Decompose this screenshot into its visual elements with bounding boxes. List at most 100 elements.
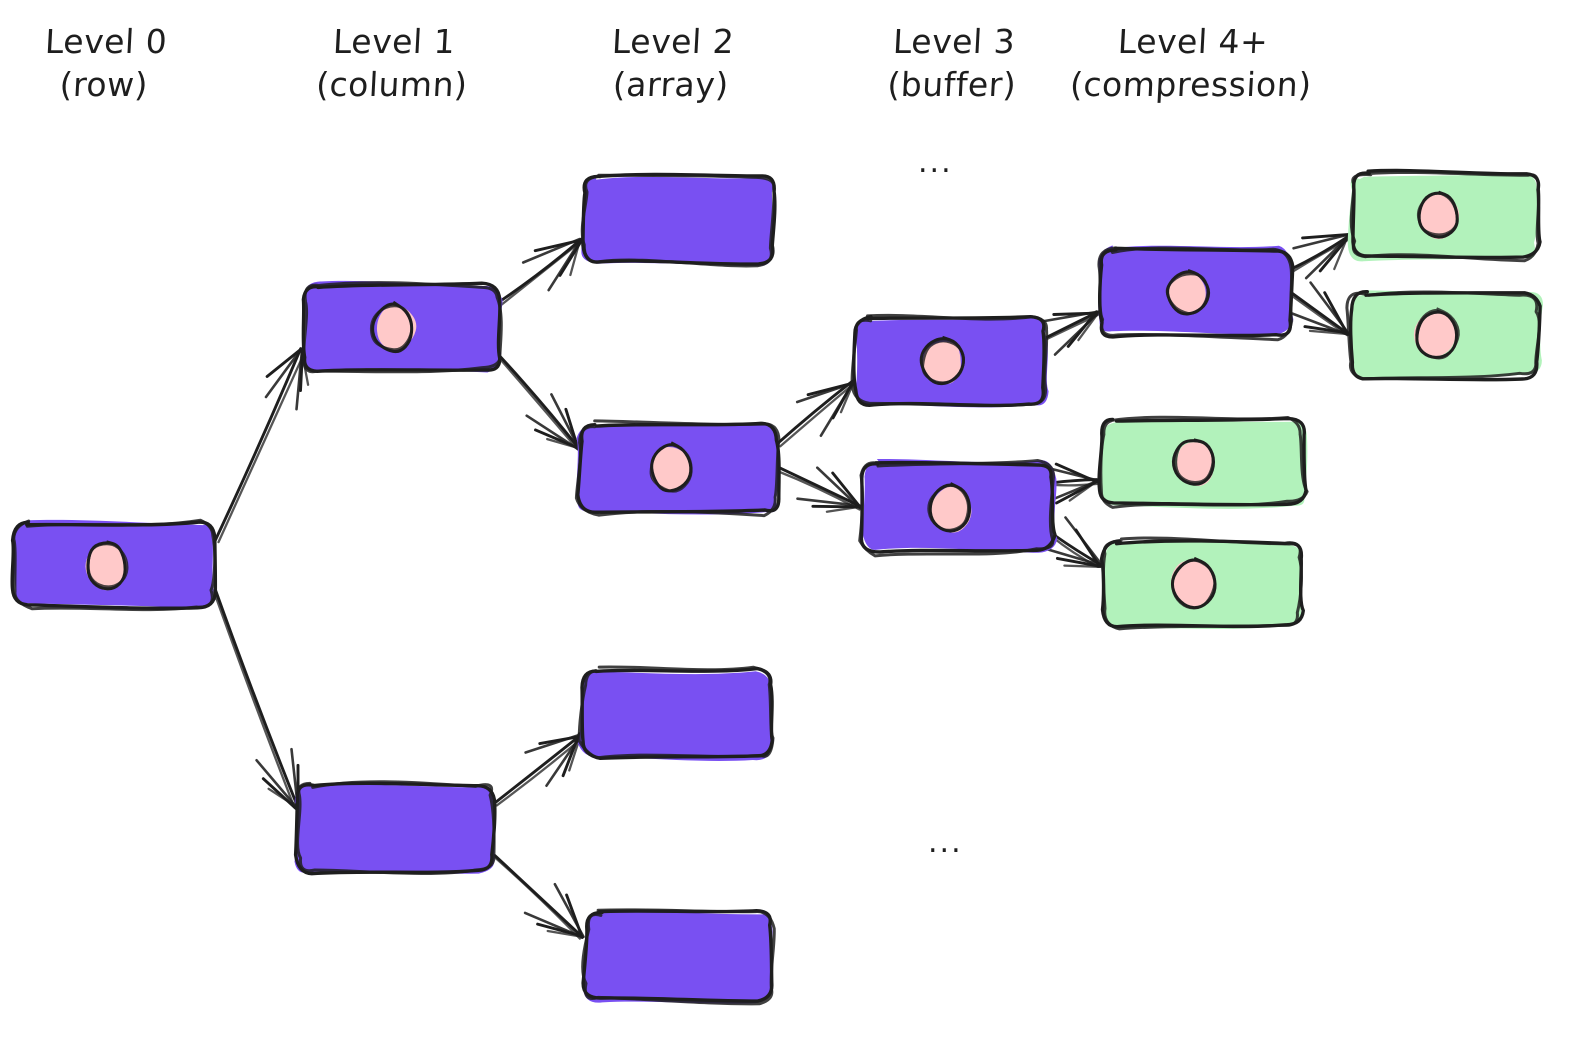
node-column[interactable] [293, 780, 497, 876]
column-header-subtitle: (array) [611, 65, 730, 104]
node-array[interactable] [577, 665, 775, 761]
arrow-head [831, 471, 862, 509]
arrow-head [796, 497, 863, 508]
arrow-head [546, 437, 580, 450]
value-marker-fill [922, 340, 961, 385]
column-header-title: Level 4+ [1116, 22, 1270, 61]
arrow-head [1037, 310, 1100, 324]
arrow-head [547, 238, 583, 292]
edge-layer [212, 232, 1353, 940]
arrow-head [1064, 516, 1103, 567]
arrow-head [523, 911, 584, 939]
edge-line [496, 237, 583, 305]
node-outline [1099, 415, 1309, 509]
node-compression-with-value[interactable] [1347, 168, 1542, 263]
edge-line [213, 587, 300, 809]
value-marker-fill [930, 484, 972, 533]
edge-cmp-0-to-cmp-2 [1288, 281, 1351, 337]
arrow-head [1304, 233, 1352, 280]
arrow-head [1308, 329, 1349, 336]
column-header-level-4: Level 4+(compression) [1060, 20, 1325, 106]
value-marker-fill [1167, 269, 1206, 315]
ellipsis-bottom: ... [928, 825, 963, 860]
arrow-head [255, 759, 298, 808]
edge-cmp-0-to-cmp-1 [1290, 232, 1353, 280]
value-marker-fill [1170, 558, 1216, 607]
node-outline [1097, 246, 1294, 342]
column-header-level-1: Level 1(column) [261, 20, 526, 106]
node-outline [577, 665, 775, 760]
value-marker-outline [87, 541, 129, 588]
arrow-head [1289, 311, 1349, 336]
edge-col-1-to-arr-3 [492, 854, 585, 940]
value-marker-outline [1171, 557, 1217, 610]
arrow-head [545, 733, 583, 787]
edge-col-1-to-arr-2 [492, 732, 585, 807]
node-array-with-value[interactable] [574, 419, 781, 518]
value-marker-outline [921, 338, 965, 385]
arrow-head [1053, 312, 1099, 356]
node-outline [1101, 536, 1303, 631]
ellipsis-top: ... [918, 145, 953, 180]
edge-line [1044, 311, 1098, 340]
arrow-head [1039, 545, 1103, 567]
arrow-head [1063, 564, 1102, 568]
arrow-head [265, 348, 302, 378]
node-compression-with-value[interactable] [1097, 245, 1295, 342]
node-outline [1349, 170, 1541, 263]
arrow-head [546, 929, 584, 939]
value-marker-outline [1415, 307, 1460, 360]
column-header-level-2: Level 2 (array) [540, 20, 805, 106]
node-outline [12, 518, 217, 612]
node-compression-with-value[interactable] [1099, 536, 1305, 631]
node-outline [1348, 289, 1542, 382]
edge-line [779, 382, 855, 448]
edge-arr-1-to-buf-0 [775, 379, 856, 448]
arrow-head [553, 882, 585, 939]
edge-line [217, 349, 307, 544]
value-marker-outline [649, 441, 693, 493]
node-compression-with-value[interactable] [1345, 289, 1544, 382]
value-marker-outline [369, 303, 414, 351]
arrow-head [1309, 281, 1350, 335]
column-header-title: Level 0 [44, 22, 169, 61]
arrow-head [1077, 311, 1100, 342]
node-buffer-with-value[interactable] [858, 458, 1058, 558]
edge-col-0-to-arr-1 [496, 353, 580, 451]
arrow-head [525, 414, 580, 451]
arrow-head [569, 238, 582, 277]
value-marker-outline [927, 482, 970, 532]
node-compression-with-value[interactable] [1097, 415, 1309, 509]
node-buffer-with-value[interactable] [850, 313, 1049, 408]
arrow-head [1333, 233, 1350, 271]
node-outline [301, 281, 502, 373]
node-outline [850, 313, 1049, 408]
edge-line [498, 239, 583, 308]
edge-line [1290, 291, 1351, 336]
edge-line [496, 355, 579, 451]
node-row-with-value[interactable] [10, 518, 218, 612]
arrow-head [795, 381, 856, 404]
node-column-with-value[interactable] [301, 280, 503, 374]
node-fill [294, 783, 496, 874]
arrow-head [819, 380, 855, 437]
node-outline [858, 459, 1055, 558]
column-header-title: Level 2 [611, 22, 736, 61]
edge-line [496, 353, 580, 449]
value-marker-outline [1416, 190, 1459, 237]
arrow-head [825, 505, 861, 513]
value-marker-fill [650, 445, 692, 491]
node-fill [577, 670, 772, 761]
value-marker-outline [1174, 438, 1215, 484]
node-array[interactable] [581, 908, 776, 1006]
node-outline [1345, 290, 1541, 381]
node-fill [581, 175, 774, 266]
node-outline [296, 780, 496, 875]
arrow-head [1068, 480, 1099, 502]
node-layer [10, 168, 1544, 1006]
node-array[interactable] [580, 172, 777, 268]
arrow-head [1055, 556, 1103, 568]
column-header-level-3: Level 3(buffer) [821, 20, 1086, 106]
node-outline [580, 173, 776, 268]
